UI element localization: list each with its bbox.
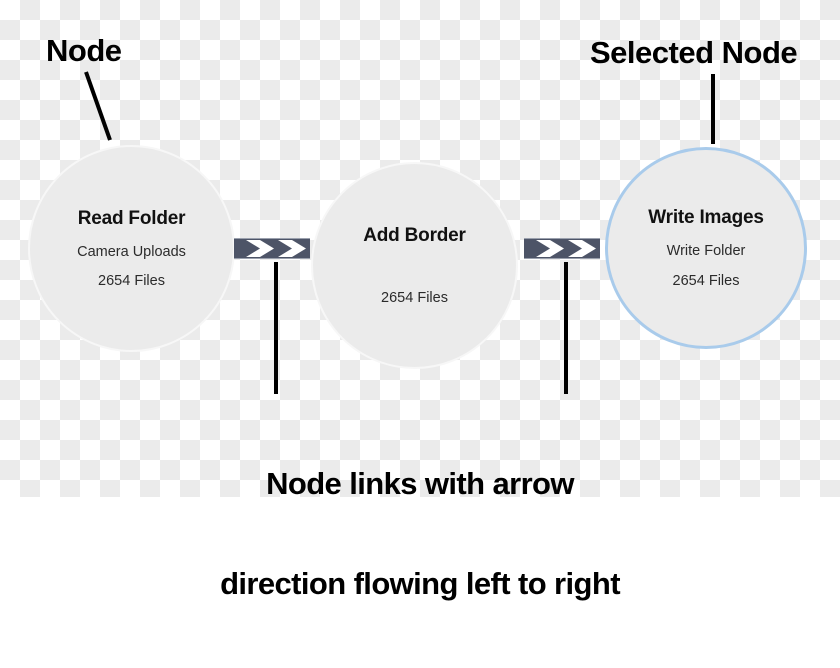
leader-line-node [84,71,112,141]
node-file-count: 2654 Files [381,289,448,306]
node-subtitle: Camera Uploads [77,243,186,260]
chevron-arrow-icon [278,240,306,257]
chevron-arrow-icon [536,240,564,257]
node-title: Read Folder [77,207,186,229]
node-title: Write Images [648,207,764,228]
node-file-count: 2654 Files [672,272,740,289]
node-write-images[interactable]: Write Images Write Folder 2654 Files [605,147,807,349]
node-link-arrow-2[interactable] [524,238,600,259]
node-subtitle: Write Folder [666,243,746,259]
node-read-folder[interactable]: Read Folder Camera Uploads 2654 Files [28,145,235,352]
node-add-border[interactable]: Add Border 2654 Files [311,162,518,369]
annotation-links-line-2: direction flowing left to right [220,566,620,602]
node-link-arrow-1[interactable] [234,238,310,259]
chevron-arrow-icon [246,240,274,257]
diagram-canvas: Read Folder Camera Uploads 2654 Files Ad… [0,0,840,601]
node-title: Add Border [363,224,466,246]
leader-line-link-2 [564,262,568,394]
leader-line-selected-node [711,74,715,144]
annotation-links-line-1: Node links with arrow [266,465,574,501]
node-file-count: 2654 Files [98,273,165,289]
leader-line-link-1 [274,262,278,394]
annotation-links-label: Node links with arrow direction flowing … [0,400,840,668]
annotation-node-label: Node [46,33,122,68]
chevron-arrow-icon [568,240,596,257]
annotation-selected-node-label: Selected Node [590,35,798,70]
